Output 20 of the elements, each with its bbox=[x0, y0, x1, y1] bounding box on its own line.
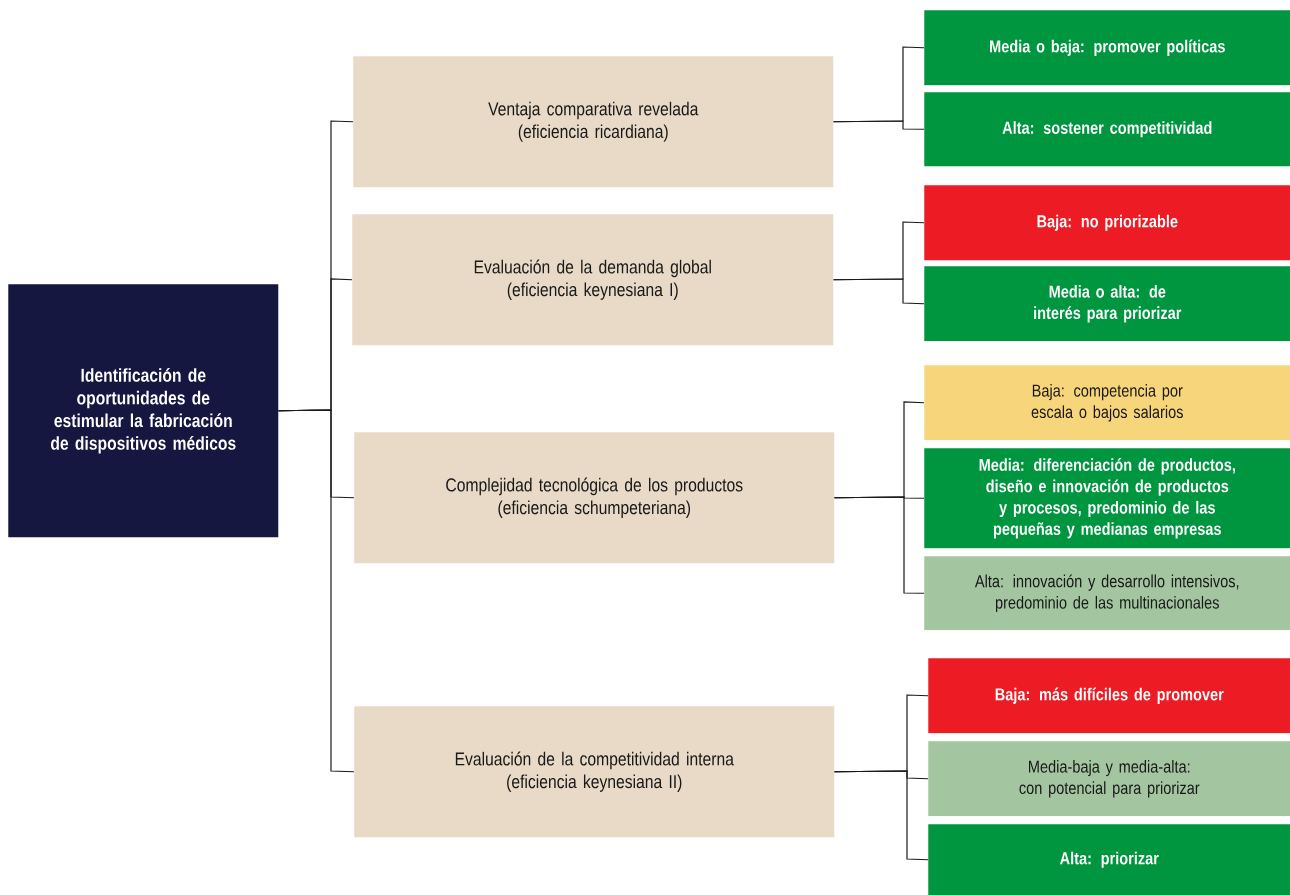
rating-box: Media o baja: promover políticas bbox=[924, 10, 1290, 86]
rating-box: Media-baja y media-alta: con potencial para priorizar bbox=[928, 741, 1290, 817]
rating-box: Baja: más difíciles de promover bbox=[928, 658, 1290, 734]
rating-box: Baja: no priorizable bbox=[924, 185, 1290, 261]
rating-box: Alta: priorizar bbox=[928, 824, 1290, 895]
criterion-box: Ventaja comparativa revelada (eficiencia ricardiana) bbox=[353, 56, 834, 188]
criterion-box: Complejidad tecnológica de los productos (eficiencia schumpeteriana) bbox=[354, 432, 835, 564]
rating-box: Baja: competencia por escala o bajos salarios bbox=[924, 365, 1290, 441]
connector-line bbox=[832, 120, 925, 130]
rating-box: Alta: sostener competitividad bbox=[924, 92, 1290, 167]
rating-box: Media o alta: de interés para priorizar bbox=[924, 266, 1290, 342]
criterion-box: Evaluación de la competitividad interna (eficiencia keynesiana II) bbox=[354, 706, 835, 838]
criterion-box: Evaluación de la demanda global (eficiencia keynesiana I) bbox=[352, 214, 834, 346]
connector-line bbox=[833, 770, 929, 861]
rating-box: Alta: innovación y desarrollo intensivos, predominio de las multinacionales bbox=[924, 556, 1290, 631]
connector-line bbox=[833, 496, 925, 594]
connector-line bbox=[277, 409, 355, 773]
connector-line bbox=[832, 278, 925, 305]
rating-box: Media: diferenciación de productos, diseño e innovación de productos y procesos, predominio de las pequeñas y medianas empresas bbox=[924, 448, 1290, 549]
topic-box: Identificación de oportunidades de estimular la fabricación de dispositivos médicos bbox=[8, 284, 279, 538]
